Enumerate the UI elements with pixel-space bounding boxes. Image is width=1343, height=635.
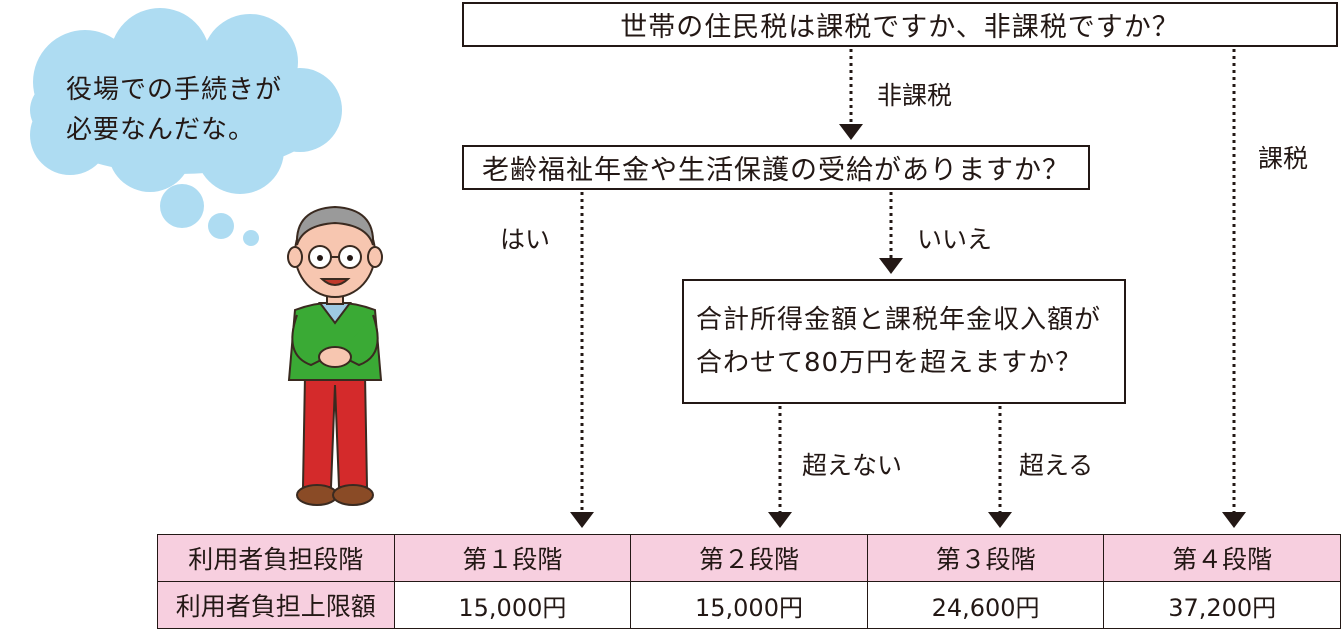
stage-header-cell: 利用者負担段階 [157,534,395,582]
question-tax-status-text: 世帯の住民税は課税ですか、非課税ですか？ [620,12,1180,43]
limit-stage-3-cell: 24,600円 [866,581,1105,629]
thought-dot-medium [208,213,234,239]
question-tax-status-box: 世帯の住民税は課税ですか、非課税ですか？ [462,2,1338,47]
question-pension-text: 老齢福祉年金や生活保護の受給がありますか？ [482,155,1070,186]
arrowhead-q2 [839,124,863,140]
bubble-line-2: 必要なんだな。 [66,115,256,145]
arrowhead-stage2 [768,512,792,528]
arrowhead-stage3 [988,512,1012,528]
question-pension-box: 老齢福祉年金や生活保護の受給がありますか？ [462,145,1090,190]
limit-header-cell: 利用者負担上限額 [157,581,395,629]
table-row-limit: 利用者負担上限額 15,000円 15,000円 24,600円 37,200円 [157,581,1341,629]
label-hai: はい [500,225,551,254]
thought-bubble [30,8,342,246]
arrowhead-q3 [879,258,903,274]
label-iie: いいえ [917,225,993,254]
label-kazei: 課税 [1258,144,1309,173]
stage-4-cell: 第４段階 [1103,534,1341,582]
arrowhead-stage1 [570,512,594,528]
arrowhead-stage4 [1222,512,1246,528]
label-koenai: 超えない [802,451,903,480]
bubble-text: 役場での手続きが 必要なんだな。 [66,70,282,150]
question-income-line-1: 合計所得金額と課税年金収入額が [696,304,1102,335]
elderly-man-illustration [287,205,383,506]
stage-3-cell: 第３段階 [866,534,1105,582]
label-koeru: 超える [1019,451,1094,480]
label-hikazei: 非課税 [877,81,953,110]
thought-dot-small [243,230,259,246]
stage-1-cell: 第１段階 [393,534,632,582]
question-income-line-2: 合わせて80万円を超えますか？ [696,347,1083,378]
table-row-stage: 利用者負担段階 第１段階 第２段階 第３段階 第４段階 [157,534,1341,582]
fee-table: 利用者負担段階 第１段階 第２段階 第３段階 第４段階 利用者負担上限額 15,… [157,534,1341,629]
question-income-box: 合計所得金額と課税年金収入額が 合わせて80万円を超えますか？ [682,279,1126,404]
limit-stage-2-cell: 15,000円 [630,581,868,629]
stage-2-cell: 第２段階 [630,534,868,582]
limit-stage-4-cell: 37,200円 [1103,581,1341,629]
thought-dot-large [160,184,204,228]
limit-stage-1-cell: 15,000円 [393,581,632,629]
bubble-line-1: 役場での手続きが [66,75,283,105]
